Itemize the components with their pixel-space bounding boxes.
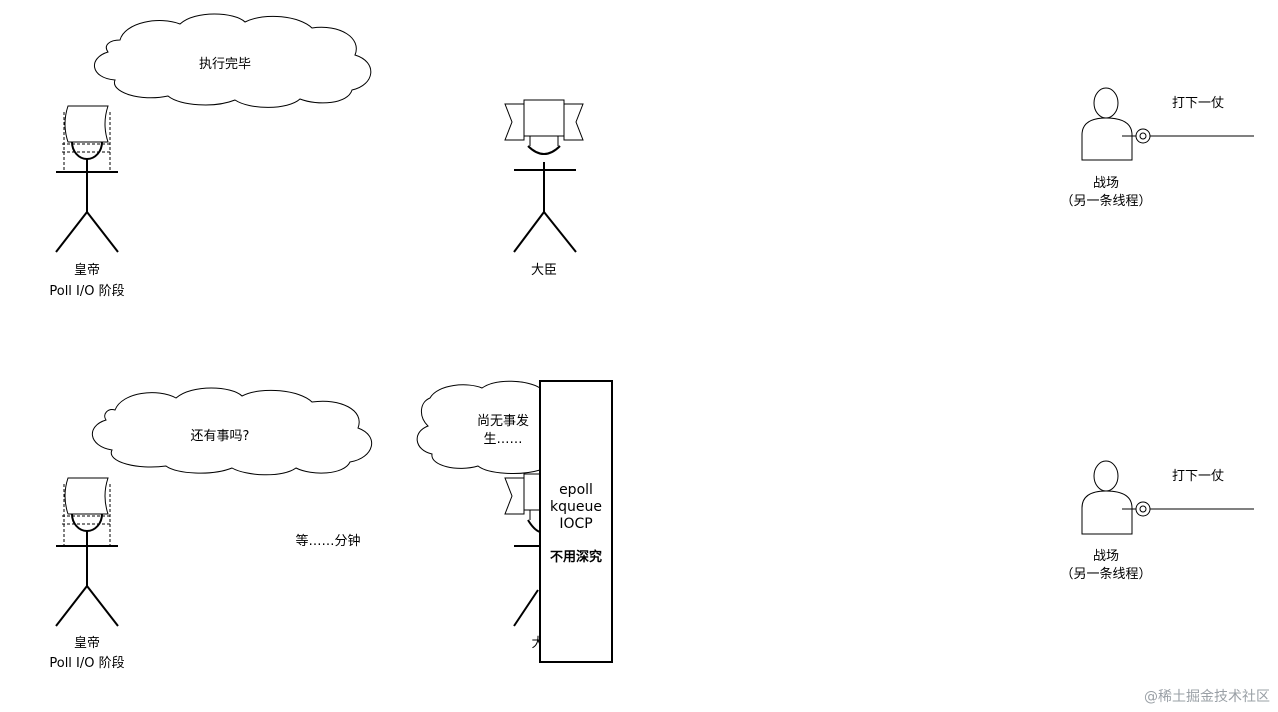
emperor-cloud-text-bottom: 还有事吗? — [190, 429, 250, 444]
watermark: @稀土掘金技术社区 — [1144, 689, 1270, 705]
battlefield-action-top: 打下一仗 — [1171, 96, 1224, 111]
minister-name-top: 大臣 — [530, 263, 557, 278]
emperor-figure-top — [55, 105, 119, 253]
wait-text: 等……分钟 — [295, 534, 361, 549]
box-note: 不用深究 — [549, 550, 602, 565]
emperor-question-cloud — [91, 387, 373, 476]
emperor-figure-bottom — [55, 477, 119, 627]
epoll-box: epoll kqueue IOCP 不用深究 — [539, 380, 613, 663]
battlefield-action-bottom: 打下一仗 — [1171, 469, 1224, 484]
minister-reply-cloud — [416, 380, 541, 474]
box-line-epoll: epoll — [559, 482, 593, 498]
battlefield-person-bottom — [1081, 460, 1254, 535]
battlefield-name-bottom: 战场 — [1092, 549, 1119, 564]
minister-figure-top — [504, 99, 584, 253]
battlefield-name-top: 战场 — [1092, 176, 1119, 191]
emperor-name-top: 皇帝 — [73, 263, 100, 278]
emperor-name-bottom: 皇帝 — [73, 636, 100, 651]
minister-cloud-text-line1: 尚无事发 — [476, 414, 529, 429]
emperor-phase-top: Poll I/O 阶段 — [49, 284, 125, 299]
minister-cloud-text-line2: 生…… — [483, 432, 523, 447]
minister-figure-bottom — [504, 473, 541, 627]
box-line-kqueue: kqueue — [550, 499, 602, 515]
emperor-cloud-text-top: 执行完毕 — [198, 57, 251, 72]
emperor-phase-bottom: Poll I/O 阶段 — [49, 656, 125, 671]
emperor-thought-cloud — [93, 13, 372, 108]
battlefield-person-top — [1081, 87, 1254, 161]
battlefield-note-bottom: （另一条线程） — [1060, 567, 1152, 582]
box-line-iocp: IOCP — [559, 516, 593, 532]
battlefield-note-top: （另一条线程） — [1060, 194, 1152, 209]
